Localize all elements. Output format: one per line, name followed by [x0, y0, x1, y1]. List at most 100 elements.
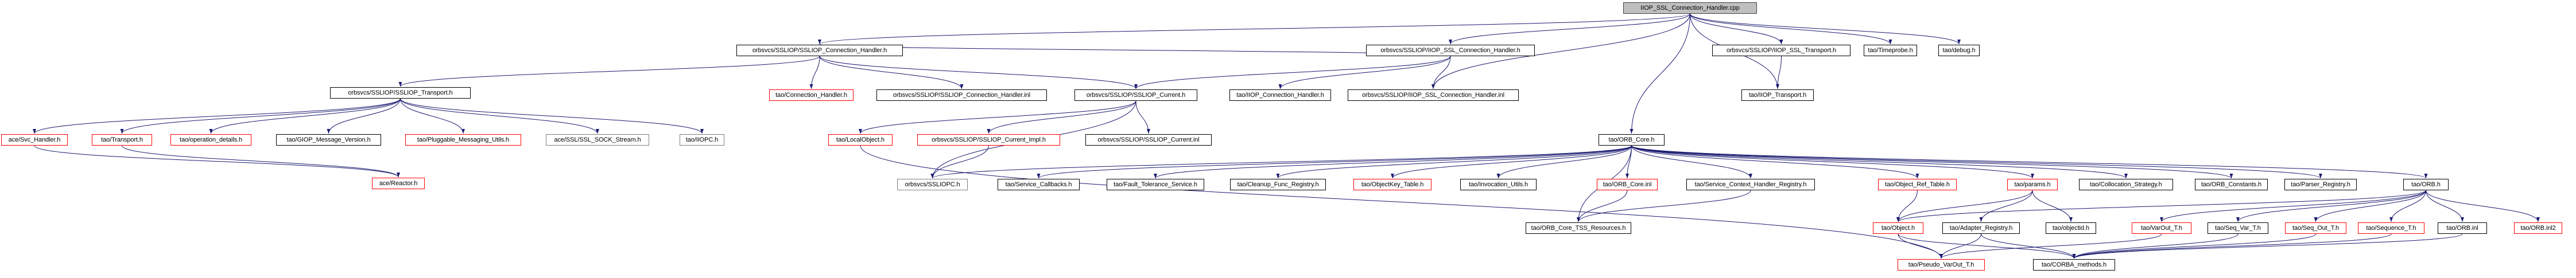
graph-edge	[1631, 145, 1752, 179]
graph-edge	[1631, 145, 2034, 179]
graph-edge	[1625, 145, 1632, 179]
graph-node-tao-orb-core-h[interactable]: tao/ORB_Core.h	[1599, 134, 1665, 146]
graph-edge	[327, 98, 401, 134]
graph-edge	[400, 98, 465, 134]
graph-node-tao-giop-message-version-h[interactable]: tao/GIOP_Message_Version.h	[276, 134, 381, 146]
graph-node-orbsvcs-ssliop-ssliop-current-inl[interactable]: orbsvcs/SSLIOP/SSLIOP_Current.inl	[1085, 134, 1212, 146]
graph-edge	[1690, 13, 1961, 45]
graph-node-tao-timeprobe-h[interactable]: tao/Timeprobe.h	[1864, 45, 1917, 56]
graph-edge	[1496, 145, 1632, 179]
graph-node-ace-svc-handler-h[interactable]: ace/Svc_Handler.h	[1, 134, 68, 146]
graph-edge	[1577, 190, 1751, 222]
graph-edge	[1631, 145, 2322, 179]
graph-edge	[2072, 233, 2239, 259]
graph-node-tao-parser-registry-h[interactable]: tao/Parser_Registry.h	[2284, 179, 2357, 190]
graph-node-ace-ssl-ssl-sock-stream-h[interactable]: ace/SSL/SSL_SOCK_Stream.h	[546, 134, 649, 146]
graph-edge	[1939, 233, 1981, 259]
graph-edge	[1449, 13, 1690, 45]
graph-edge	[1431, 13, 1690, 89]
graph-node-orbsvcs-ssliop-ssliop-current-impl-h[interactable]: orbsvcs/SSLIOP/SSLIOP_Current_Impl.h	[917, 134, 1060, 146]
graph-node-orbsvcs-ssliop-iiop-ssl-connection-handler-inl[interactable]: orbsvcs/SSLIOP/IIOP_SSL_Connection_Handl…	[1348, 89, 1519, 101]
graph-edge	[1631, 145, 2233, 179]
graph-node-tao-orb-inl[interactable]: tao/ORB.inl	[2438, 222, 2487, 234]
graph-edge	[2032, 190, 2073, 222]
graph-node-tao-iiop-transport-h[interactable]: tao/IIOP_Transport.h	[1741, 89, 1814, 101]
graph-edge	[1979, 190, 2033, 222]
graph-edge	[1896, 190, 1918, 222]
graph-edge	[33, 98, 401, 134]
graph-node-tao-localobject-h[interactable]: tao/LocalObject.h	[828, 134, 893, 146]
graph-edge	[2236, 190, 2426, 222]
graph-edge	[2314, 190, 2426, 222]
graph-edge	[1037, 145, 1632, 179]
graph-node-orbsvcs-ssliop-iiop-ssl-connection-handler-h[interactable]: orbsvcs/SSLIOP/IIOP_SSL_Connection_Handl…	[1366, 45, 1535, 56]
graph-node-tao-orb-constants-h[interactable]: tao/ORB_Constants.h	[2195, 179, 2268, 190]
graph-edge	[1276, 145, 1632, 179]
graph-edge	[2160, 190, 2426, 222]
graph-edge	[209, 98, 401, 134]
graph-node-tao-fault-tolerance-service-h[interactable]: tao/Fault_Tolerance_Service.h	[1107, 179, 1204, 190]
graph-node-orbsvcs-ssliop-ssliop-transport-h[interactable]: orbsvcs/SSLIOP/SSLIOP_Transport.h	[330, 87, 471, 99]
graph-node-iiop-ssl-connection-handler-cpp[interactable]: IIOP_SSL_Connection_Handler.cpp	[1623, 2, 1757, 14]
graph-edge	[1154, 145, 1632, 179]
graph-node-orbsvcs-ssliop-iiop-ssl-transport-h[interactable]: orbsvcs/SSLIOP/IIOP_SSL_Transport.h	[1712, 45, 1850, 56]
graph-node-tao-collocation-strategy-h[interactable]: tao/Collocation_Strategy.h	[2079, 179, 2173, 190]
graph-edge	[1631, 145, 2428, 179]
graph-node-tao-corba-methods-h[interactable]: tao/CORBA_methods.h	[2033, 259, 2115, 271]
graph-edge	[1896, 190, 2033, 222]
graph-edge	[34, 145, 400, 178]
graph-node-orbsvcs-ssliop-ssliop-current-h[interactable]: orbsvcs/SSLIOP/SSLIOP_Current.h	[1074, 89, 1197, 101]
graph-node-tao-service-context-handler-registry-h[interactable]: tao/Service_Context_Handler_Registry.h	[1686, 179, 1815, 190]
graph-edge	[122, 145, 400, 178]
graph-node-orbsvcs-ssliop-ssliop-connection-handler-inl[interactable]: orbsvcs/SSLIOP/SSLIOP_Connection_Handler…	[876, 89, 1047, 101]
graph-edge	[819, 56, 1138, 89]
graph-node-tao-objectid-h[interactable]: tao/objectid.h	[2046, 222, 2096, 234]
graph-node-ace-reactor-h[interactable]: ace/Reactor.h	[372, 178, 425, 189]
graph-edge	[2389, 190, 2426, 222]
graph-node-tao-object-h[interactable]: tao/Object.h	[1873, 222, 1923, 234]
graph-node-tao-connection-handler-h[interactable]: tao/Connection_Handler.h	[769, 89, 854, 101]
graph-edge	[1898, 233, 2076, 259]
graph-node-tao-service-callbacks-h[interactable]: tao/Service_Callbacks.h	[998, 179, 1080, 190]
graph-edge	[2072, 233, 2316, 259]
graph-edge	[860, 145, 1943, 259]
graph-node-tao-orb-h[interactable]: tao/ORB.h	[2403, 179, 2449, 190]
graph-edge	[2426, 190, 2464, 222]
graph-node-tao-iiop-connection-handler-h[interactable]: tao/IIOP_Connection_Handler.h	[1229, 89, 1331, 101]
graph-node-tao-seq-var-t-h[interactable]: tao/Seq_Var_T.h	[2208, 222, 2268, 234]
graph-edge	[1690, 13, 1783, 45]
graph-node-tao-varout-t-h[interactable]: tao/VarOut_T.h	[2132, 222, 2191, 234]
graph-edge	[818, 13, 1690, 45]
graph-edge	[1631, 145, 2128, 179]
graph-node-tao-debug-h[interactable]: tao/debug.h	[1938, 45, 1980, 56]
graph-node-tao-orb-core-inl[interactable]: tao/ORB_Core.inl	[1597, 179, 1658, 190]
graph-edge	[2072, 233, 2392, 259]
graph-node-tao-seq-out-t-h[interactable]: tao/Seq_Out_T.h	[2285, 222, 2346, 234]
graph-node-tao-orb-inl2[interactable]: tao/ORB.inl2	[2514, 222, 2562, 234]
graph-edge	[809, 56, 820, 89]
graph-node-tao-pluggable-messaging-utils-h[interactable]: tao/Pluggable_Messaging_Utils.h	[405, 134, 521, 146]
graph-edge	[1981, 233, 2076, 259]
graph-edge	[1896, 190, 2426, 222]
graph-node-tao-pseudo-varout-t-h[interactable]: tao/Pseudo_VarOut_T.h	[1898, 259, 1985, 271]
graph-node-tao-transport-h[interactable]: tao/Transport.h	[92, 134, 152, 146]
graph-node-tao-object-ref-table-h[interactable]: tao/Object_Ref_Table.h	[1878, 179, 1957, 190]
graph-edge	[1631, 145, 1919, 179]
graph-edge	[2072, 233, 2463, 259]
graph-node-tao-objectkey-table-h[interactable]: tao/ObjectKey_Table.h	[1353, 179, 1431, 190]
graph-node-tao-invocation-utils-h[interactable]: tao/Invocation_Utils.h	[1460, 179, 1537, 190]
graph-edge	[1278, 56, 1451, 89]
graph-node-tao-params-h[interactable]: tao/params.h	[2007, 179, 2058, 190]
graph-node-tao-adapter-registry-h[interactable]: tao/Adapter_Registry.h	[1942, 222, 2020, 234]
graph-edge	[1939, 233, 2162, 259]
graph-node-tao-iiopc-h[interactable]: tao/IIOPC.h	[680, 134, 724, 146]
graph-node-tao-sequence-t-h[interactable]: tao/Sequence_T.h	[2358, 222, 2424, 234]
graph-edge	[930, 145, 989, 179]
graph-node-orbsvcs-ssliop-ssliop-connection-handler-h[interactable]: orbsvcs/SSLIOP/SSLIOP_Connection_Handler…	[736, 45, 903, 56]
graph-node-orbsvcs-ssliopc-h[interactable]: orbsvcs/SSLIOPC.h	[897, 179, 968, 190]
graph-node-tao-cleanup-func-registry-h[interactable]: tao/Cleanup_Func_Registry.h	[1230, 179, 1326, 190]
graph-node-tao-orb-core-tss-resources-h[interactable]: tao/ORB_Core_TSS_Resources.h	[1526, 222, 1631, 234]
graph-node-tao-operation-details-h[interactable]: tao/operation_details.h	[170, 134, 251, 146]
